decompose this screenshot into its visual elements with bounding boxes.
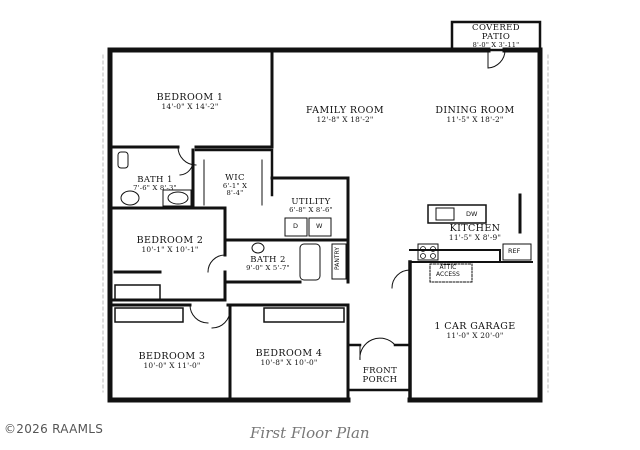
bath-1-label: BATH 1 7'-6" X 8'-3" <box>120 176 190 192</box>
bath-1-vanity <box>162 189 192 207</box>
room-name: BEDROOM 3 <box>138 351 206 362</box>
bath-2-toilet <box>251 242 265 254</box>
pantry-label: PANTRY <box>334 247 341 270</box>
front-porch-label: FRONT PORCH <box>351 367 409 385</box>
room-name: BEDROOM 2 <box>136 235 204 246</box>
room-name: FRONT PORCH <box>362 366 398 385</box>
dryer-label: D <box>293 222 299 230</box>
burner <box>430 253 436 259</box>
bath-2-tub <box>299 243 321 281</box>
attic-access-label: ATTIC ACCESS <box>436 264 460 278</box>
family-room-label: FAMILY ROOM 12'-8" X 18'-2" <box>285 106 405 124</box>
refrigerator-label: REF <box>508 247 521 255</box>
room-name: COVERED PATIO <box>472 23 520 42</box>
room-dims: 14'-0" X 14'-2" <box>161 101 219 111</box>
range <box>417 243 439 261</box>
burner <box>420 253 426 259</box>
room-dims: 11'-5" X 18'-2" <box>446 114 504 124</box>
kitchen-label: KITCHEN 11'-5" X 8'-9" <box>430 224 520 242</box>
room-dims: 10'-8" X 10'-0" <box>260 357 318 367</box>
washer-label: W <box>316 222 323 230</box>
room-dims: 10'-1" X 10'-1" <box>141 244 199 254</box>
covered-patio-label: COVERED PATIO 8'-0" X 3'-11" <box>452 24 540 49</box>
plan-title: First Floor Plan <box>250 424 370 442</box>
pantry-box <box>331 243 347 280</box>
room-name: BEDROOM 1 <box>156 92 224 103</box>
room-dims: 11'-0" X 20'-0" <box>446 330 504 340</box>
patio-door-swing <box>487 49 506 69</box>
bath-1-sink <box>167 191 189 205</box>
dryer-box <box>284 217 308 237</box>
room-dims: 8'-0" X 3'-11" <box>472 40 520 49</box>
room-dims: 9'-0" X 5'-7" <box>246 263 290 272</box>
bedroom-4-door-swing <box>211 309 231 329</box>
bedroom-2-label: BEDROOM 2 10'-1" X 10'-1" <box>118 236 222 254</box>
room-name: UTILITY <box>291 197 331 207</box>
room-dims: 12'-8" X 18'-2" <box>316 114 374 124</box>
copyright-watermark: ©2026 RAAMLS <box>4 422 104 436</box>
room-dims: 11'-5" X 8'-9" <box>448 232 502 242</box>
bedroom-3-label: BEDROOM 3 10'-0" X 11'-0" <box>118 352 226 370</box>
attic-access-box <box>429 263 473 283</box>
garage-label: 1 CAR GARAGE 11'-0" X 20'-0" <box>415 322 535 340</box>
hall-wall <box>226 303 350 402</box>
wic-wall <box>194 148 274 197</box>
porch-wall <box>346 343 412 392</box>
bath-1-door-swing <box>179 159 194 176</box>
dishwasher-label: DW <box>466 210 478 218</box>
refrigerator-box <box>502 243 532 261</box>
room-name: DINING ROOM <box>435 105 515 116</box>
bath-1-toilet <box>117 151 129 169</box>
dining-room-label: DINING ROOM 11'-5" X 18'-2" <box>415 106 535 124</box>
room-dims: 6'-8" X 8'-6" <box>289 205 333 214</box>
room-dims: 6'-1" X 8'-4" <box>222 181 248 198</box>
bedroom-2-closet <box>114 284 161 301</box>
front-door-swing <box>359 337 396 361</box>
room-name: WIC <box>225 173 245 183</box>
room-name: BATH 1 <box>137 175 173 185</box>
room-name: BATH 2 <box>250 255 286 265</box>
bedroom-1-door-swing <box>177 146 197 166</box>
bedroom-2-wall <box>108 206 227 302</box>
bedroom-3-wall <box>108 303 232 402</box>
bedroom-4-label: BEDROOM 4 10'-8" X 10'-0" <box>234 349 344 367</box>
bedroom-1-wall <box>108 48 274 149</box>
kitchen-island <box>427 204 487 224</box>
bath-1-tub <box>120 190 140 206</box>
burner <box>430 246 436 252</box>
bath-2-wall <box>226 238 350 284</box>
room-name: 1 CAR GARAGE <box>434 321 516 332</box>
room-name: KITCHEN <box>449 223 501 234</box>
utility-label: UTILITY 6'-8" X 8'-6" <box>276 198 346 214</box>
bedroom-2-door-swing <box>207 254 226 273</box>
room-dims: 7'-6" X 8'-3" <box>133 183 177 192</box>
bedroom-1-label: BEDROOM 1 14'-0" X 14'-2" <box>130 93 250 111</box>
bath-2-label: BATH 2 9'-0" X 5'-7" <box>236 256 300 272</box>
bedroom-3-door-swing <box>189 304 209 324</box>
room-name: BEDROOM 4 <box>255 348 323 359</box>
covered-patio-outline <box>450 20 542 52</box>
bedroom-4-closet <box>263 307 345 323</box>
wic-label: WIC 6'-1" X 8'-4" <box>210 174 260 197</box>
kitchen-sink <box>435 207 455 221</box>
bedroom-3-closet <box>114 307 184 323</box>
room-name: FAMILY ROOM <box>306 105 384 116</box>
burner <box>420 246 426 252</box>
garage-door-swing <box>391 269 411 289</box>
room-dims: 10'-0" X 11'-0" <box>143 360 201 370</box>
washer-box <box>308 217 332 237</box>
